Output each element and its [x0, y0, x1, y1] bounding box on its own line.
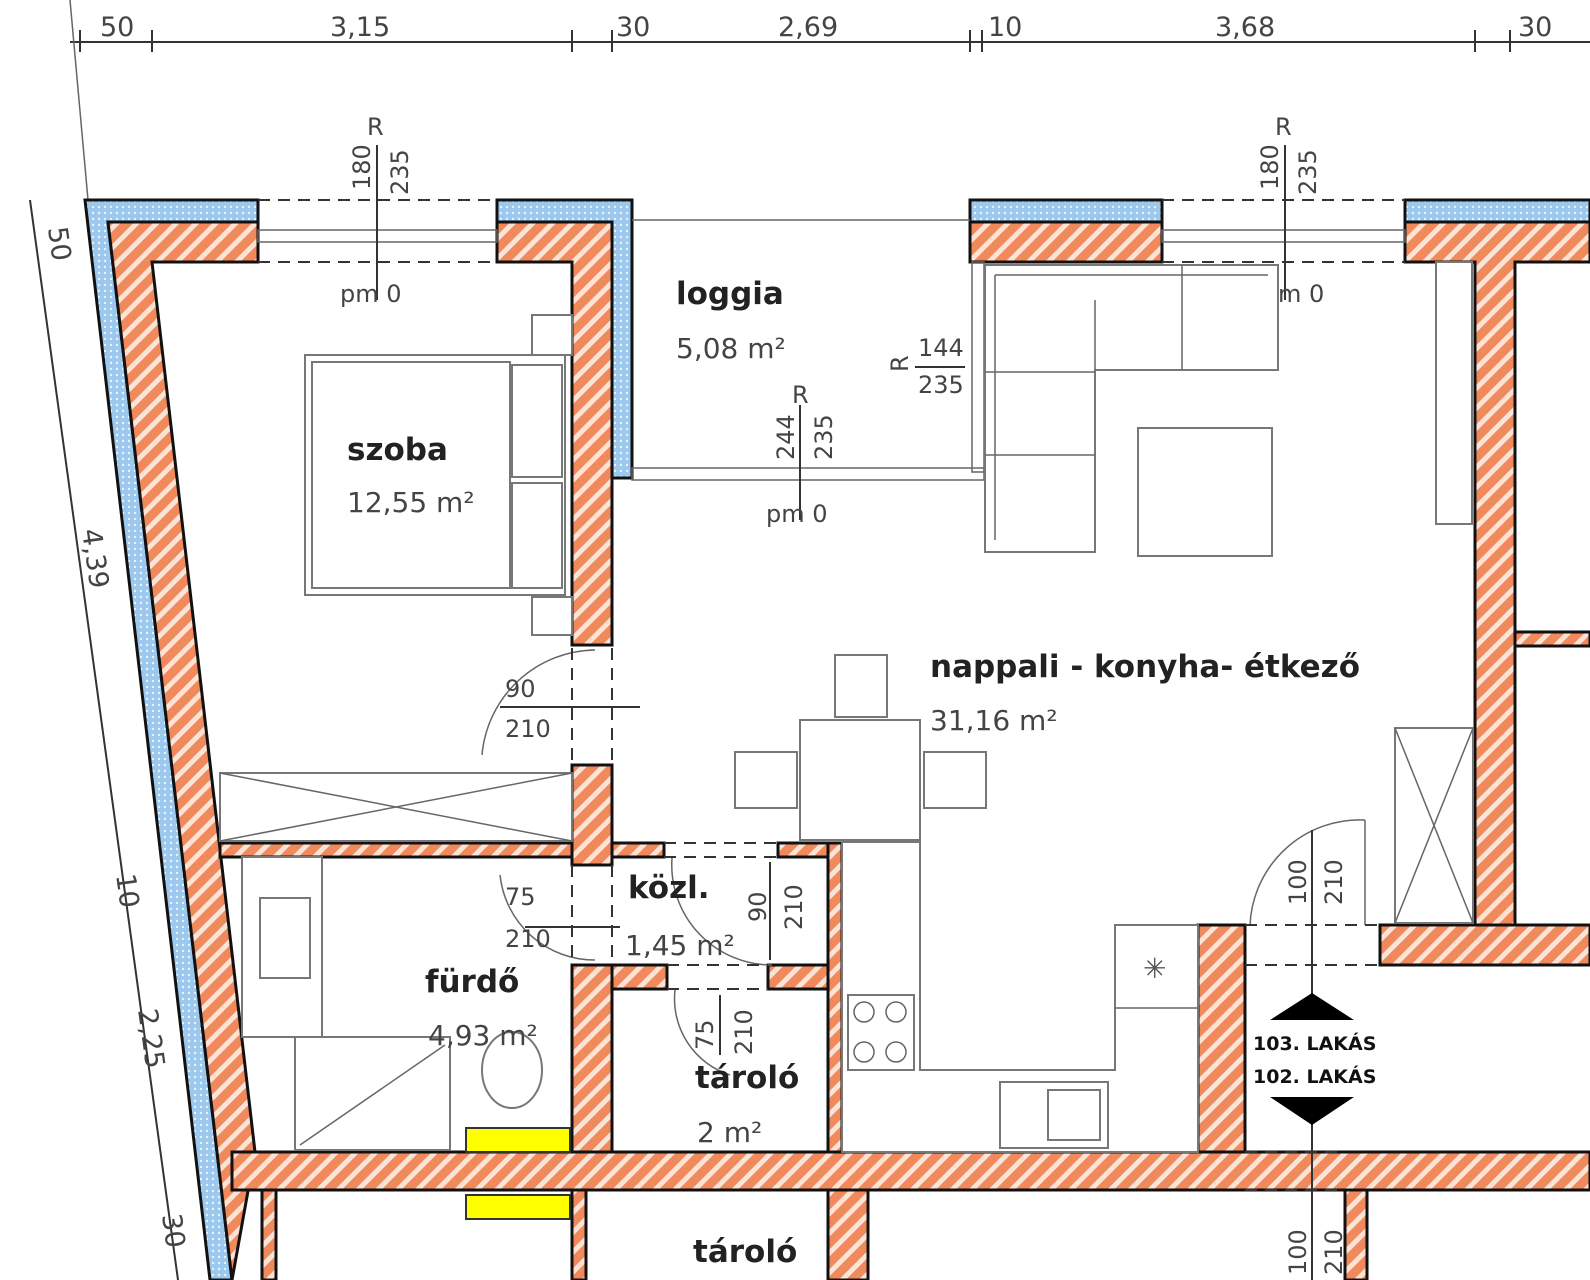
door-width: 90	[505, 675, 536, 703]
door-height: 210	[505, 925, 551, 953]
door-entry-lower: 100 210	[1245, 1120, 1348, 1280]
door-type: R	[792, 381, 809, 409]
room-area: 4,93 m²	[428, 1019, 538, 1052]
window-sill: 180	[348, 144, 376, 190]
window-type: R	[367, 113, 384, 141]
window-nappali: R 180 235 m 0	[1161, 113, 1406, 308]
apartment-label-lower: 102. LAKÁS	[1253, 1065, 1376, 1088]
room-tarolo: tároló 2 m²	[695, 1060, 799, 1149]
window-type: R	[1275, 113, 1292, 141]
room-area: 5,08 m²	[676, 332, 786, 365]
door-tarolo: 75 210	[667, 964, 768, 1076]
dim-top-5: 10	[988, 12, 1022, 43]
sofa	[984, 264, 1279, 553]
window-szoba: R 180 235 pm 0	[257, 113, 498, 308]
dim-left-3: 10	[109, 872, 144, 910]
room-name: szoba	[347, 432, 448, 468]
door-szoba: 90 210	[481, 648, 640, 765]
walls	[106, 220, 1590, 1280]
window-height: 235	[1294, 149, 1322, 195]
room-area: 1,45 m²	[625, 929, 735, 962]
coffee-table	[1137, 427, 1273, 557]
room-name: tároló	[695, 1060, 799, 1096]
door-height: 210	[780, 884, 808, 930]
dim-top-3: 30	[616, 12, 650, 43]
room-area: 31,16 m²	[930, 704, 1058, 737]
bed	[304, 314, 573, 636]
bathroom-fixtures	[241, 856, 571, 1220]
window-sill: 180	[1256, 144, 1284, 190]
snowflake-icon: ✳	[1143, 952, 1166, 985]
room-area: 2 m²	[697, 1116, 762, 1149]
door-height: 210	[730, 1009, 758, 1055]
room-area: 12,55 m²	[347, 486, 475, 519]
arrow-up-icon	[1270, 993, 1354, 1020]
door-level: pm 0	[766, 500, 828, 528]
room-name: fürdő	[425, 964, 519, 1000]
furniture: ✳	[219, 261, 1474, 1220]
dim-left-2: 4,39	[75, 527, 114, 591]
dining-set	[734, 654, 987, 841]
window-height: 235	[386, 149, 414, 195]
dim-top-7: 30	[1518, 12, 1552, 43]
room-name: közl.	[628, 870, 710, 906]
fridge-unit	[1394, 727, 1474, 924]
door-height: 235	[810, 414, 838, 460]
door-width: 144	[918, 334, 964, 362]
room-tarolo-lower: tároló	[693, 1234, 797, 1270]
door-width: 75	[691, 1019, 719, 1050]
room-name: nappali - konyha- étkező	[930, 649, 1360, 685]
kitchen-counter: ✳	[841, 841, 1199, 1153]
window-level: pm 0	[340, 280, 402, 308]
apartment-boundary-marker: 103. LAKÁS 102. LAKÁS	[1253, 993, 1376, 1125]
dim-left-4: 2,25	[131, 1007, 170, 1071]
side-door: R 144 235	[886, 261, 985, 473]
room-name: tároló	[693, 1234, 797, 1270]
door-width: 75	[505, 883, 536, 911]
door-type: R	[886, 355, 914, 372]
dim-top-4: 2,69	[778, 12, 838, 43]
door-height: 235	[918, 371, 964, 399]
room-furdo: fürdő 4,93 m²	[425, 964, 538, 1052]
loggia-door: R 244 235 pm 0	[631, 219, 985, 528]
dim-left-5: 30	[155, 1212, 190, 1250]
arrow-down-icon	[1270, 1097, 1354, 1125]
door-width: 100	[1284, 859, 1312, 905]
door-kozl: 90 210	[664, 842, 808, 966]
door-width: 244	[772, 414, 800, 460]
shaft-marker	[465, 1127, 571, 1153]
apartment-label-upper: 103. LAKÁS	[1253, 1032, 1376, 1055]
room-loggia: loggia 5,08 m²	[676, 276, 786, 365]
room-nappali: nappali - konyha- étkező 31,16 m²	[930, 649, 1360, 737]
left-dimension-chain: 50 4,39 10 2,25 30	[29, 0, 191, 1280]
door-height: 210	[1320, 859, 1348, 905]
room-name: loggia	[676, 276, 784, 312]
door-width: 100	[1284, 1229, 1312, 1275]
room-kozl: közl. 1,45 m²	[625, 870, 735, 962]
door-furdo: 75 210	[499, 865, 620, 965]
door-height: 210	[505, 715, 551, 743]
room-szoba: szoba 12,55 m²	[347, 432, 475, 519]
dim-top-2: 3,15	[330, 12, 390, 43]
door-entry: 100 210	[1245, 819, 1380, 995]
dim-top-1: 50	[100, 12, 134, 43]
window-level: m 0	[1278, 280, 1324, 308]
door-height: 210	[1320, 1229, 1348, 1275]
wardrobe	[219, 772, 573, 842]
door-width: 90	[744, 891, 772, 922]
tv-cabinet	[1435, 261, 1473, 525]
shaft-marker-lower	[465, 1194, 571, 1220]
top-dimension-chain: 50 3,15 30 2,69 10 3,68 30	[70, 12, 1590, 52]
dim-top-6: 3,68	[1215, 12, 1275, 43]
dim-left-1: 50	[41, 225, 76, 263]
